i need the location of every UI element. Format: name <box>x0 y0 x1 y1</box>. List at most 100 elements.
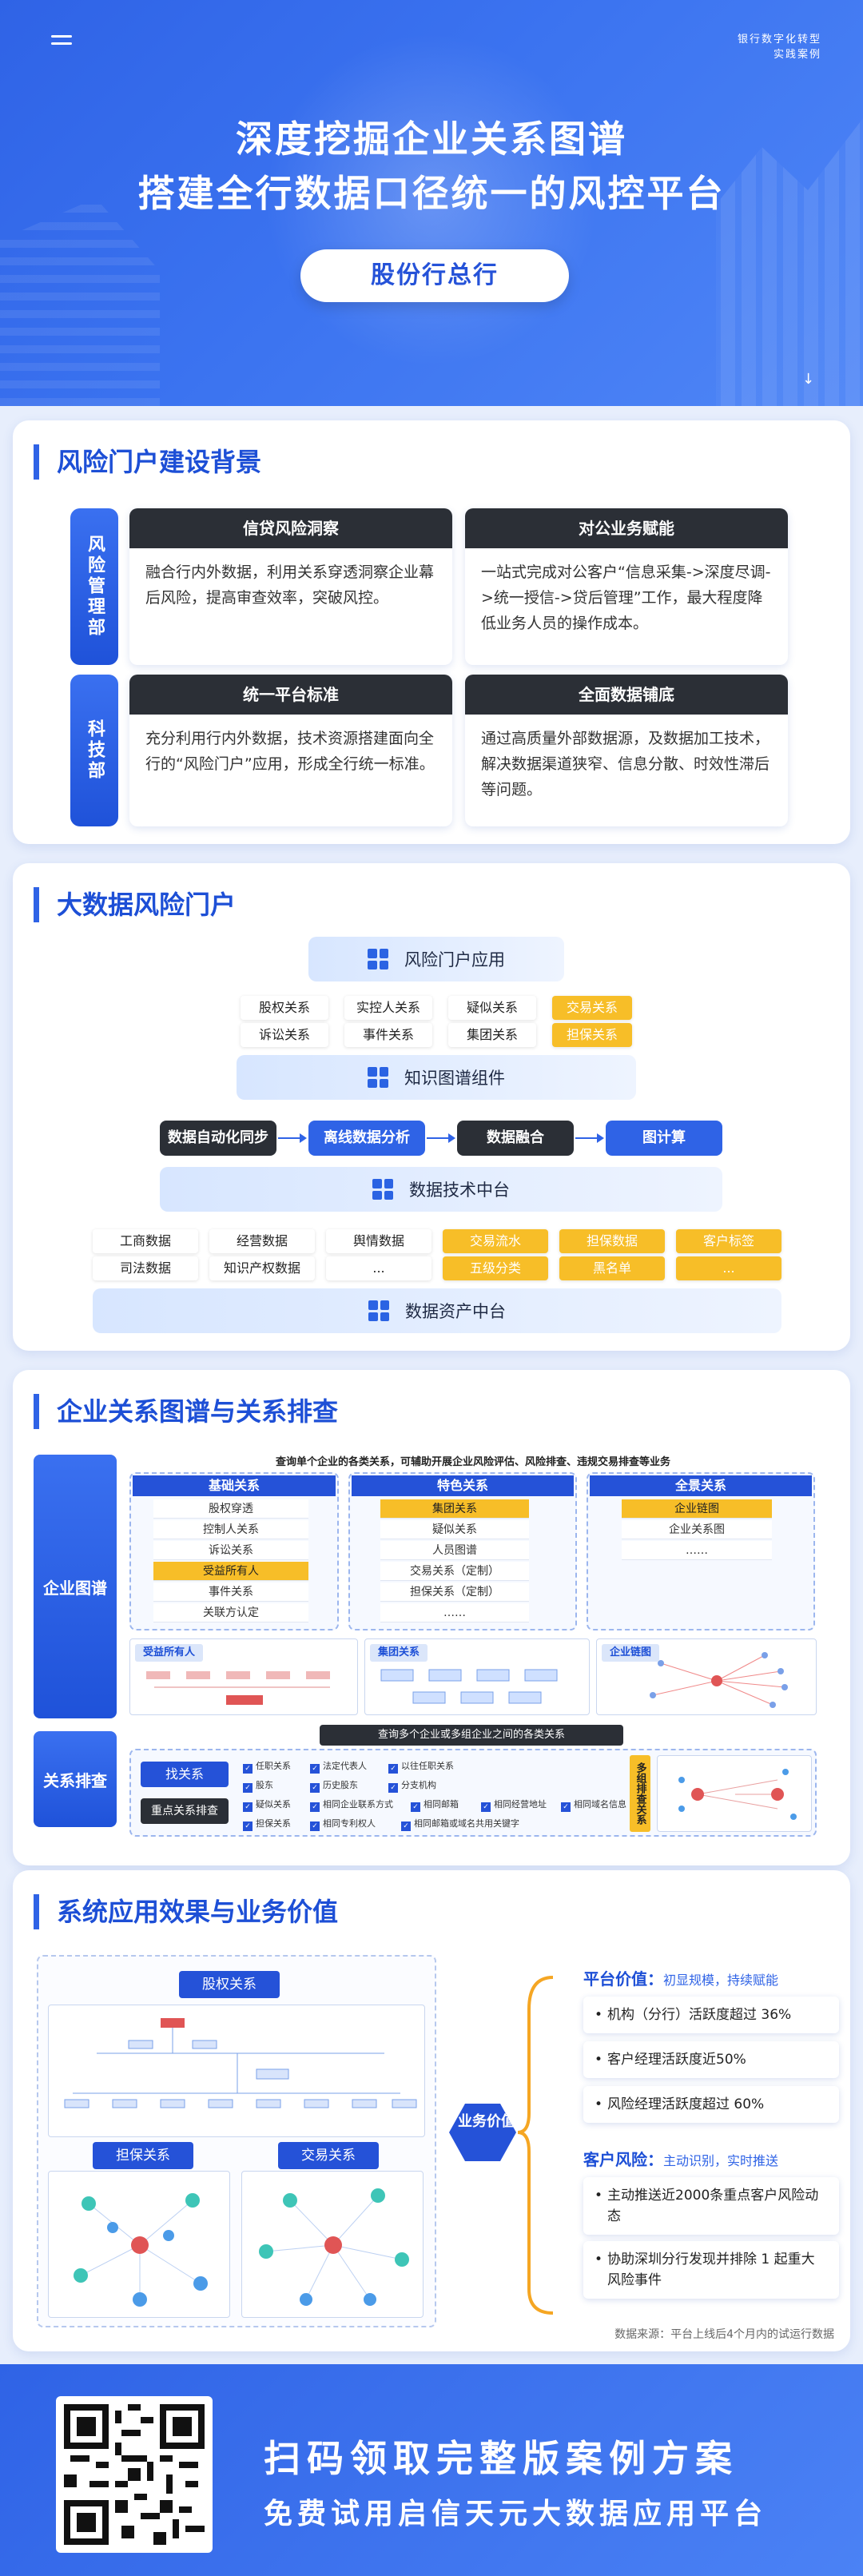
checkbox-item[interactable]: ✓相同经营地址 <box>481 1798 547 1812</box>
info-box: 对公业务赋能一站式完成对公客户“信息采集->深度尽调->统一授信->贷后管理”工… <box>465 508 788 665</box>
graph-note: 查询单个企业的各类关系，可辅助开展企业风险评估、风险排查、违规交易排查等业务 <box>275 1456 670 1468</box>
asset-chip: 交易流水 <box>443 1229 548 1253</box>
info-box: 统一平台标准充分利用行内外数据，技术资源搭建面向全行的“风险门户”应用，形成全行… <box>129 675 452 826</box>
list-item: 事件关系 <box>153 1583 308 1602</box>
thumbnail-beneficiary: 受益所有人 <box>129 1638 358 1715</box>
section-background: 风险门户建设背景 风险管理部 科技部 信贷风险洞察融合行内外数据，利用关系穿透洞… <box>13 420 850 844</box>
section-title: 大数据风险门户 <box>34 887 236 922</box>
value-sub: 主动识别，实时推送 <box>663 2153 779 2168</box>
flow-step: 数据自动化同步 <box>160 1121 276 1156</box>
checkbox-item[interactable]: ✓相同域名信息 <box>561 1798 626 1812</box>
asset-chip: 黑名单 <box>559 1256 665 1280</box>
relation-chip: 疑似关系 <box>448 996 536 1020</box>
thumbnail-chain: 企业链图 <box>596 1638 817 1715</box>
check-label: 相同企业联系方式 <box>323 1799 393 1810</box>
list-item: 人员图谱 <box>380 1541 529 1560</box>
checkbox-item[interactable]: ✓相同邮箱或域名共用关键字 <box>401 1818 519 1831</box>
tier-app: 风险门户应用 <box>308 937 564 981</box>
value-connector <box>449 1976 554 2315</box>
column-header: 全景关系 <box>590 1475 812 1496</box>
relation-chip: 事件关系 <box>344 1023 432 1047</box>
check-label: 相同经营地址 <box>494 1799 547 1810</box>
flow-arrow <box>278 1133 307 1143</box>
tier-data-tech: 数据技术中台 <box>160 1167 722 1212</box>
flow-arrow <box>427 1133 455 1143</box>
checkbox-item[interactable]: ✓疑似关系 <box>243 1798 291 1812</box>
thumb-label: 受益所有人 <box>135 1644 204 1662</box>
menu-icon[interactable] <box>51 35 72 50</box>
checkbox-item[interactable]: ✓任职关系 <box>243 1760 291 1774</box>
network-graph-icon <box>678 1769 797 1820</box>
checkbox-item[interactable]: ✓相同企业联系方式 <box>310 1798 393 1812</box>
hero-tag: 银行数字化转型实践案例 <box>738 32 821 62</box>
list-item: 担保关系（定制） <box>380 1583 529 1602</box>
chain-graph-icon <box>650 1652 788 1708</box>
relation-chip: 实控人关系 <box>344 996 432 1020</box>
asset-chip: 担保数据 <box>559 1229 665 1253</box>
find-relation-button[interactable]: 找关系 <box>141 1762 229 1787</box>
checkbox-item[interactable]: ✓担保关系 <box>243 1818 291 1831</box>
check-label: 任职关系 <box>256 1761 291 1771</box>
relation-chip: 集团关系 <box>448 1023 536 1047</box>
checkbox-item[interactable]: ✓股东 <box>243 1779 273 1793</box>
list-item: 股权穿透 <box>153 1499 308 1519</box>
hero-banner: 银行数字化转型实践案例 深度挖掘企业关系图谱 搭建全行数据口径统一的风控平台 股… <box>0 0 863 406</box>
checkbox-item[interactable]: ✓相同邮箱 <box>411 1798 459 1812</box>
thumbnail-network <box>657 1755 812 1832</box>
beneficiary-graph-icon <box>146 1671 330 1705</box>
check-note: 查询多个企业或多组企业之间的各类关系 <box>320 1725 623 1746</box>
equity-relation-label: 股权关系 <box>179 1971 280 1998</box>
hero-glow <box>264 32 599 368</box>
flow-arrow <box>575 1133 604 1143</box>
check-label: 相同邮箱 <box>424 1799 459 1810</box>
guarantee-network-icon <box>74 2193 208 2307</box>
list-item: 诉讼关系 <box>153 1541 308 1560</box>
section-business-value: 系统应用效果与业务价值 股权关系 担保关系 交易关系 业务价值 平台价值：初显规… <box>13 1870 850 2351</box>
asset-chip: 客户标签 <box>676 1229 781 1253</box>
value-item: 客户经理活跃度近50% <box>583 2041 839 2078</box>
asset-chip: 司法数据 <box>93 1256 198 1280</box>
bank-pill: 股份行总行 <box>300 249 569 302</box>
relation-chip: 交易关系 <box>552 996 632 1020</box>
asset-chip: 五级分类 <box>443 1256 548 1280</box>
asset-chip: 舆情数据 <box>326 1229 432 1253</box>
asset-chip: 工商数据 <box>93 1229 198 1253</box>
transaction-graph-image <box>241 2171 424 2318</box>
relation-chip: 股权关系 <box>241 996 328 1020</box>
transaction-relation-label: 交易关系 <box>278 2142 379 2169</box>
check-label: 股东 <box>256 1780 273 1790</box>
relation-check-label: 关系排查 <box>34 1731 117 1827</box>
checkbox-item[interactable]: ✓相同专利权人 <box>310 1818 376 1831</box>
tier-label: 风险门户应用 <box>404 950 505 969</box>
flow-step: 图计算 <box>606 1121 722 1156</box>
checkbox-item[interactable]: ✓历史股东 <box>310 1779 358 1793</box>
relation-chip: 诉讼关系 <box>241 1023 328 1047</box>
grid-icon <box>368 1067 388 1088</box>
tag-line-1: 银行数字化转型 <box>737 34 821 46</box>
hero-title-line-1: 深度挖掘企业关系图谱 <box>236 117 627 161</box>
hero-title-line-2: 搭建全行数据口径统一的风控平台 <box>137 172 726 215</box>
data-source-note: 数据来源：平台上线后4个月内的试运行数据 <box>614 2328 834 2341</box>
platform-value-label: 平台价值：初显规模，持续赋能 <box>583 1966 778 1989</box>
list-item: …… <box>380 1603 529 1622</box>
side-label-tech: 科技部 <box>70 675 118 826</box>
tier-label: 数据资产中台 <box>405 1302 506 1321</box>
layers-icon <box>368 1300 389 1321</box>
column-header: 特色关系 <box>352 1475 574 1496</box>
qr-code[interactable] <box>56 2396 213 2553</box>
value-label: 平台价值： <box>583 1969 663 1989</box>
building-graphic-left <box>0 198 160 406</box>
section-title: 风险门户建设背景 <box>34 444 261 480</box>
section-title: 企业关系图谱与关系排查 <box>34 1394 338 1429</box>
key-relation-check-button[interactable]: 重点关系排查 <box>141 1798 229 1824</box>
grid-icon <box>372 1179 393 1200</box>
checkbox-item[interactable]: ✓法定代表人 <box>310 1760 367 1774</box>
check-label: 疑似关系 <box>256 1799 291 1810</box>
value-item: 协助深圳分行发现并排除 1 起重大风险事件 <box>583 2241 839 2299</box>
arrow-down-icon[interactable]: ↓ <box>802 371 815 388</box>
checkbox-item[interactable]: ✓以往任职关系 <box>388 1760 454 1774</box>
checkbox-item[interactable]: ✓分支机构 <box>388 1779 436 1793</box>
info-box: 信贷风险洞察融合行内外数据，利用关系穿透洞察企业幕后风险，提高审查效率，突破风控… <box>129 508 452 665</box>
value-item: 主动推送近2000条重点客户风险动态 <box>583 2177 839 2235</box>
box-text: 充分利用行内外数据，技术资源搭建面向全行的“风险门户”应用，形成全行统一标准。 <box>145 730 435 773</box>
